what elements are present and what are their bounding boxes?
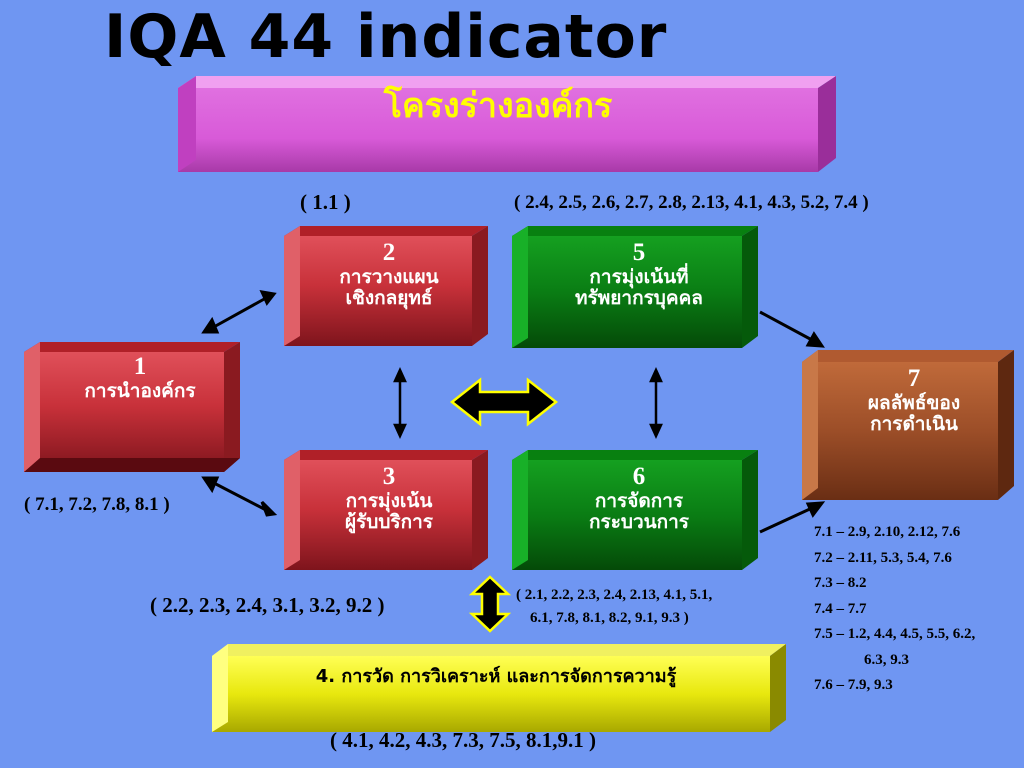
page-title: IQA 44 indicator [104,2,668,72]
box-7-number: 7 [907,364,921,392]
box-6-process-management: 6 การจัดการ กระบวนการ [522,452,756,544]
arrow-box5-box7 [759,310,825,348]
box-5-line-1: การมุ่งเน้นที่ [589,265,689,288]
box-6-line-2: กระบวนการ [588,511,689,533]
box-4-measurement: 4. การวัด การวิเคราะห์ และการจัดการความร… [212,652,780,702]
header-box: โครงร่างองค์กร [178,82,818,130]
arrow-box1-box3 [201,476,278,517]
box-3-customer-focus: 3 การมุ่งเน้น ผู้รับบริการ [296,452,482,544]
central-double-arrow [449,377,559,427]
arrow-box2-box3 [393,366,407,440]
results-list-item: 7.6 – 7.9, 9.3 [814,677,893,693]
box-1-shape [24,342,240,472]
box-3-line-1: การมุ่งเน้น [345,489,433,512]
indicator-label-box5: ( 2.4, 2.5, 2.6, 2.7, 2.8, 2.13, 4.1, 4.… [514,192,869,213]
results-list-item: 7.4 – 7.7 [814,600,867,617]
box-1-leadership: 1 การนำองค์กร [28,342,252,414]
arrow-box5-box6 [649,366,663,440]
box-4-shape [212,644,786,732]
box-4-label: 4. การวัด การวิเคราะห์ และการจัดการความร… [315,665,677,687]
box-1-number: 1 [133,353,147,381]
arrow-box6-box7 [759,501,826,534]
results-list-item: 7.1 – 2.9, 2.10, 2.12, 7.6 [814,524,961,540]
box-1-line-1: การนำองค์กร [84,380,196,403]
box-7-line-1: ผลลัพธ์ของ [867,391,961,414]
indicator-label-box4: ( 4.1, 4.2, 4.3, 7.3, 7.5, 8.1,9.1 ) [330,728,596,752]
box-7-results: 7 ผลลัพธ์ของ การดำเนิน [812,352,1016,448]
indicator-label-box6-line-1: ( 2.1, 2.2, 2.3, 2.4, 2.13, 4.1, 5.1, [516,587,713,603]
indicator-label-box3: ( 2.2, 2.3, 2.4, 3.1, 3.2, 9.2 ) [150,593,385,617]
indicator-label-box2: ( 1.1 ) [300,190,351,214]
box-2-number: 2 [382,238,396,266]
box-2-line-1: การวางแผน [339,265,439,288]
box-7-line-2: การดำเนิน [870,413,958,435]
box-2-shape [284,226,488,346]
box-5-number: 5 [632,238,646,266]
vertical-double-arrow [468,575,512,633]
indicator-label-box1: ( 7.1, 7.2, 7.8, 8.1 ) [24,494,170,515]
box-5-shape [512,226,758,348]
results-list-item: 7.5 – 1.2, 4.4, 4.5, 5.5, 6.2, [814,626,976,642]
results-list-item: 6.3, 9.3 [864,651,909,668]
indicator-label-box6-line-2: 6.1, 7.8, 8.1, 8.2, 9.1, 9.3 ) [530,610,689,626]
box-5-line-2: ทรัพยากรบุคคล [575,287,703,309]
results-list-item: 7.2 – 2.11, 5.3, 5.4, 7.6 [814,549,952,566]
results-indicator-list: 7.1 – 2.9, 2.10, 2.12, 7.6 7.2 – 2.11, 5… [814,520,975,699]
box-3-line-2: ผู้รับบริการ [344,511,434,533]
box-7-shape [802,350,1014,500]
box-6-line-1: การจัดการ [594,489,684,512]
box-6-number: 6 [632,462,646,490]
box-3-shape [284,450,488,570]
box-2-strategic-planning: 2 การวางแผน เชิงกลยุทธ์ [296,228,482,320]
header-box-label: โครงร่างองค์กร [383,85,613,126]
results-list-item: 7.3 – 8.2 [814,575,867,591]
box-3-number: 3 [382,462,396,490]
arrow-box1-box2 [201,290,277,334]
header-box-shape [178,76,836,172]
box-2-line-2: เชิงกลยุทธ์ [345,287,433,309]
box-6-shape [512,450,758,570]
box-5-workforce-focus: 5 การมุ่งเน้นที่ ทรัพยากรบุคคล [522,228,756,320]
